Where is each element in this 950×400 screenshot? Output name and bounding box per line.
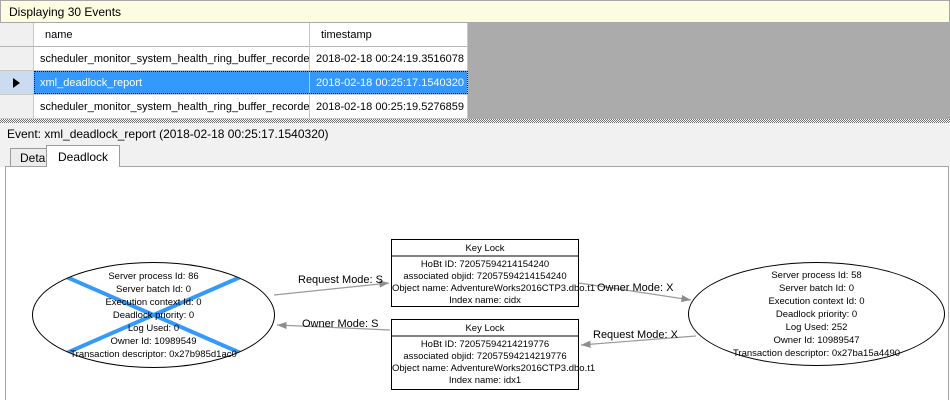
process-line: Server process Id: 58 (771, 269, 862, 281)
process-line: Execution context Id: 0 (105, 296, 202, 308)
process-line: Server batch Id: 0 (779, 282, 854, 294)
edge-label-request-s: Request Mode: S (298, 274, 383, 286)
tab-strip: Details Deadlock (0, 145, 950, 167)
process-line: Owner Id: 10989549 (110, 335, 197, 347)
row-indicator-cell[interactable] (0, 47, 34, 71)
process-line: Owner Id: 10989547 (773, 334, 860, 346)
process-line: Log Used: 0 (127, 322, 180, 334)
table-row-selected[interactable]: xml_deadlock_report 2018-02-18 00:25:17.… (0, 71, 468, 95)
process-line: Server process Id: 86 (108, 270, 199, 282)
grid-corner-cell (0, 23, 34, 47)
cell-event-timestamp[interactable]: 2018-02-18 00:25:19.5276859 (310, 95, 468, 119)
resource-line: Object name: AdventureWorks2016CTP3.dbo.… (392, 283, 596, 294)
resource-line: associated objid: 72057594214219776 (403, 351, 567, 362)
process-line: Deadlock priority: 0 (775, 308, 858, 320)
edge-label-owner-x: Owner Mode: X (597, 282, 674, 294)
edge-label-request-x: Request Mode: X (593, 329, 678, 341)
resource-line: Object name: AdventureWorks2016CTP3.dbo.… (392, 363, 596, 374)
events-grid: name timestamp scheduler_monitor_system_… (0, 23, 950, 119)
resource-title: Key Lock (392, 320, 578, 337)
resource-line: Index name: idx1 (448, 375, 522, 386)
edge-label-owner-s: Owner Mode: S (302, 318, 379, 330)
row-indicator-cell[interactable] (0, 95, 34, 119)
cell-event-name[interactable]: xml_deadlock_report (34, 71, 310, 95)
process-line: Execution context Id: 0 (768, 295, 865, 307)
column-header-name[interactable]: name (34, 23, 310, 47)
current-row-arrow-icon (13, 77, 20, 88)
info-bar-text: Displaying 30 Events (9, 4, 122, 19)
selected-event-bar: Event: xml_deadlock_report (2018-02-18 0… (0, 123, 950, 145)
resource-line: associated objid: 72057594214154240 (403, 271, 567, 282)
resource-node-keylock-1: Key Lock HoBt ID: 72057594214154240 asso… (391, 239, 596, 307)
edge-owner-s (276, 321, 391, 331)
column-header-timestamp[interactable]: timestamp (310, 23, 468, 47)
process-line: Transaction descriptor: 0x27b985d1ac0 (70, 348, 237, 360)
process-node-survivor: Server process Id: 58 Server batch Id: 0… (688, 262, 945, 366)
cell-event-name[interactable]: scheduler_monitor_system_health_ring_buf… (34, 95, 310, 119)
grid-header-row: name timestamp (0, 23, 468, 47)
table-row[interactable]: scheduler_monitor_system_health_ring_buf… (0, 95, 468, 119)
process-node-victim: Server process Id: 86 Server batch Id: 0… (32, 262, 275, 368)
edge-request-x (580, 335, 697, 348)
tab-deadlock[interactable]: Deadlock (46, 145, 121, 167)
cell-event-name[interactable]: scheduler_monitor_system_health_ring_buf… (34, 47, 310, 71)
edge-request-s (273, 280, 390, 296)
grid-pane-splitter[interactable] (0, 119, 950, 123)
deadlock-graph-pane: Server process Id: 86 Server batch Id: 0… (5, 166, 949, 400)
row-indicator-cell[interactable] (0, 71, 34, 95)
selected-event-text: Event: xml_deadlock_report (2018-02-18 0… (7, 127, 329, 141)
process-line: Server batch Id: 0 (116, 283, 191, 295)
resource-line: HoBt ID: 72057594214154240 (420, 259, 550, 270)
resource-line: HoBt ID: 72057594214219776 (420, 339, 550, 350)
cell-event-timestamp[interactable]: 2018-02-18 00:24:19.3516078 (310, 47, 468, 71)
resource-line: Index name: cidx (449, 295, 521, 306)
process-line: Deadlock priority: 0 (112, 309, 195, 321)
table-row[interactable]: scheduler_monitor_system_health_ring_buf… (0, 47, 468, 71)
resource-title: Key Lock (392, 240, 578, 257)
edge-owner-x (578, 282, 692, 303)
resource-node-keylock-2: Key Lock HoBt ID: 72057594214219776 asso… (391, 319, 596, 390)
cell-event-timestamp[interactable]: 2018-02-18 00:25:17.1540320 (310, 71, 468, 95)
process-line: Log Used: 252 (785, 321, 848, 333)
info-bar: Displaying 30 Events (0, 0, 950, 23)
process-line: Transaction descriptor: 0x27ba15a4490 (732, 347, 901, 359)
